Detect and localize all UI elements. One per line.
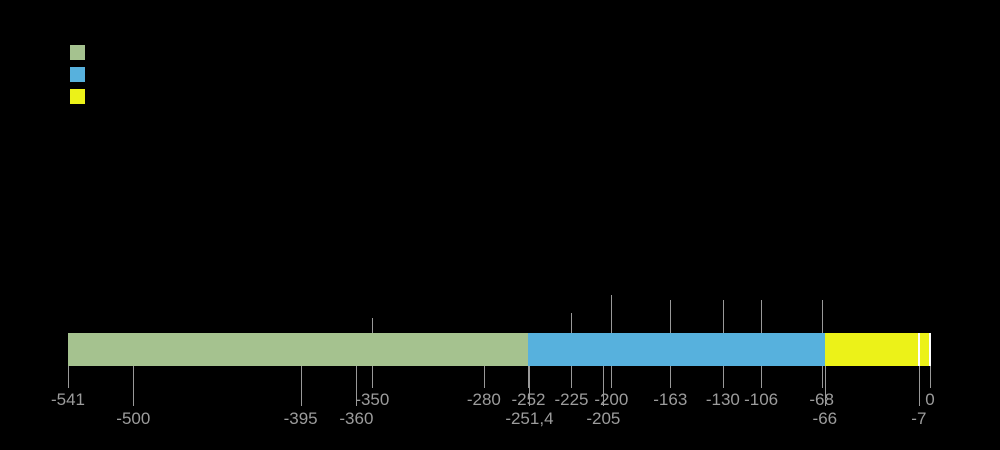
axis-label: -205	[586, 409, 621, 428]
axis-label: -252	[511, 391, 545, 408]
axis-tick	[528, 366, 530, 388]
axis-label: -163	[653, 390, 688, 409]
axis-label: -130	[705, 390, 740, 409]
axis-label: -350	[355, 390, 390, 409]
axis-label: -200	[594, 390, 629, 409]
axis-label: -395	[283, 409, 318, 428]
axis-label: -360	[339, 409, 374, 428]
axis-tick	[821, 366, 823, 388]
bar-marker-line	[929, 333, 931, 366]
axis-label: -500	[116, 409, 151, 428]
axis-label: -66	[812, 409, 838, 428]
axis-tick	[824, 366, 826, 406]
axis-label: -106	[744, 390, 779, 409]
axis-label: -225	[554, 390, 589, 409]
legend-swatch-yellow	[70, 89, 85, 104]
axis-tick	[761, 366, 763, 388]
segment-yellow	[824, 333, 930, 366]
axis-tick	[356, 366, 358, 406]
axis-label: -280	[466, 390, 501, 409]
event-tick	[571, 313, 573, 333]
axis-tick	[68, 366, 69, 388]
axis-label: 0	[925, 390, 935, 409]
legend-swatch-green	[70, 45, 85, 60]
axis-tick	[372, 366, 374, 388]
axis-tick	[722, 366, 724, 388]
event-tick	[670, 300, 672, 333]
event-tick	[372, 318, 374, 333]
segment-green	[68, 333, 529, 366]
axis-tick	[529, 366, 531, 406]
axis-tick	[918, 366, 920, 406]
bar-marker-line	[917, 333, 920, 366]
axis-label: -251,4	[505, 409, 554, 428]
axis-tick	[571, 366, 573, 388]
timeline-bar	[68, 333, 930, 366]
axis-label: -7	[911, 409, 927, 428]
legend-swatch-blue	[70, 67, 85, 82]
axis-tick	[603, 366, 605, 406]
segment-blue	[528, 333, 825, 366]
axis-tick	[133, 366, 135, 406]
axis-tick	[930, 366, 931, 388]
event-tick	[722, 300, 724, 333]
axis-label: -541	[50, 390, 86, 409]
axis-tick	[611, 366, 613, 388]
axis-tick	[300, 366, 302, 406]
axis-label: -68	[809, 390, 834, 409]
axis-tick	[483, 366, 485, 388]
event-tick	[761, 300, 763, 333]
event-tick	[821, 300, 823, 333]
event-tick	[611, 295, 613, 333]
axis-tick	[670, 366, 672, 388]
